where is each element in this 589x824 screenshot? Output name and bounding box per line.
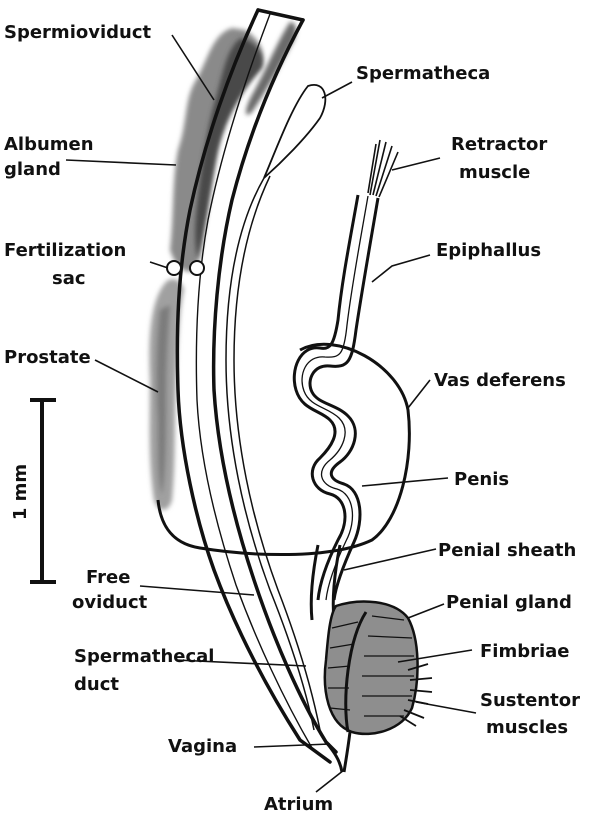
label-vagina: Vagina <box>168 736 237 757</box>
label-sustentor-muscles: Sustentor <box>480 690 580 711</box>
label-vas-deferens: Vas deferens <box>434 370 566 391</box>
label-penial-gland: Penial gland <box>446 592 572 613</box>
label-fimbriae: Fimbriae <box>480 641 570 662</box>
label-penis: Penis <box>454 469 509 490</box>
label-retractor-muscle: Retractor <box>451 134 547 155</box>
label-penial-sheath: Penial sheath <box>438 540 576 561</box>
vas-deferens <box>158 344 409 554</box>
penial-gland <box>325 602 418 734</box>
label-retractor-muscle-2: muscle <box>459 162 530 183</box>
label-prostate: Prostate <box>4 347 91 368</box>
label-sustentor-muscles-2: muscles <box>486 717 568 738</box>
label-free-oviduct-2: oviduct <box>72 592 148 613</box>
label-fertilization-sac: Fertilization <box>4 240 126 261</box>
epiphallus-and-penis <box>294 195 378 600</box>
label-spermioviduct: Spermioviduct <box>4 22 151 43</box>
scale-bar-label: 1 mm <box>10 464 31 520</box>
retractor-muscle <box>368 140 398 197</box>
label-spermathecal-duct: Spermathecal <box>74 646 214 667</box>
atrium <box>326 732 350 772</box>
label-free-oviduct: Free <box>86 567 130 588</box>
label-atrium: Atrium <box>264 794 333 815</box>
label-epiphallus: Epiphallus <box>436 240 541 261</box>
label-albumen-gland: Albumen <box>4 134 94 155</box>
label-spermathecal-duct-2: duct <box>74 674 119 695</box>
label-fertilization-sac-2: sac <box>52 268 86 289</box>
label-albumen-gland-2: gland <box>4 159 61 180</box>
scale-bar <box>30 400 56 582</box>
label-spermatheca: Spermatheca <box>356 63 490 84</box>
